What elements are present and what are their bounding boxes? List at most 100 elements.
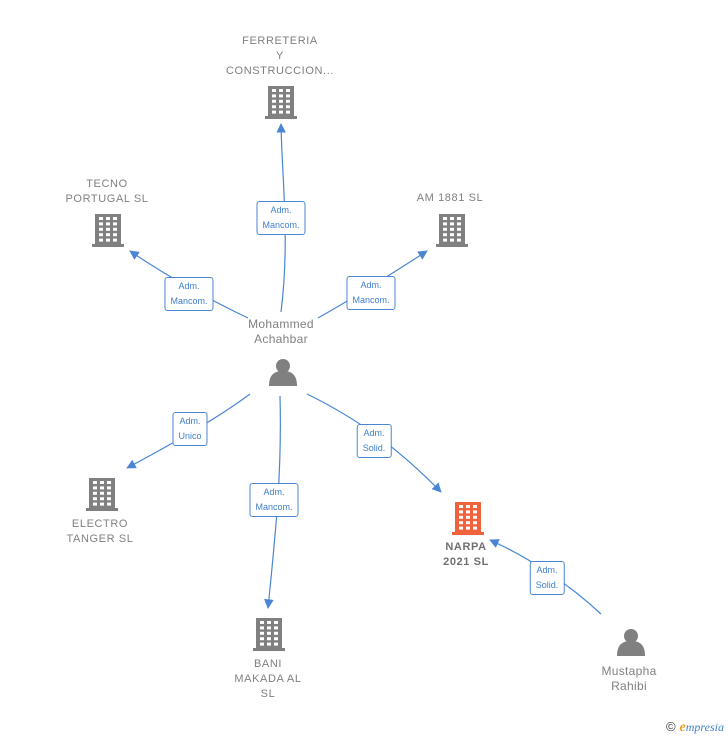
person-icon (617, 629, 645, 656)
building-window (100, 481, 104, 484)
building-window (286, 99, 290, 103)
building-window (466, 505, 470, 508)
role-line: Adm. (536, 565, 558, 575)
building-window (267, 637, 271, 641)
building-window (457, 227, 461, 231)
building-icon (265, 86, 297, 119)
node-bani[interactable]: BANI MAKADA AL SL (234, 657, 301, 702)
role-box-narpa[interactable]: Adm. Solid. (356, 424, 392, 458)
brand-name: mpresia (685, 720, 724, 734)
building-window (279, 110, 283, 114)
node-label-line: Mohammed (248, 317, 314, 331)
building-window (286, 94, 290, 98)
building-window (457, 238, 461, 242)
building-window (93, 486, 97, 490)
building-window (274, 621, 278, 624)
node-label-line: Mustapha (601, 664, 657, 678)
building-window (267, 642, 271, 646)
node-label-line: ELECTRO (71, 518, 129, 530)
role-line: Unico (178, 431, 202, 441)
building-window (106, 222, 110, 226)
building-window (457, 222, 461, 226)
node-am1881[interactable]: AM 1881 SL (417, 191, 484, 206)
building-window (459, 515, 463, 519)
building-window (99, 227, 103, 231)
building-window (260, 637, 264, 641)
building-window (459, 510, 463, 514)
building-window (99, 238, 103, 242)
building-window (107, 502, 111, 506)
node-label-line: CONSTRUCCION... (226, 65, 334, 77)
role-line: Adm. (263, 487, 285, 497)
building-window (107, 491, 111, 495)
node-label-line: 2021 SL (443, 556, 489, 568)
building-window (100, 502, 104, 506)
building-window (99, 233, 103, 237)
building-window (113, 217, 117, 220)
building-window (99, 217, 103, 220)
building-window (450, 233, 454, 237)
role-line: Mancom. (255, 502, 293, 512)
building-window (450, 222, 454, 226)
brand-initial: e (679, 720, 686, 735)
building-window (473, 510, 477, 514)
building-window (272, 99, 276, 103)
building-window (106, 227, 110, 231)
role-box-ferreteria[interactable]: Adm. Mancom. (256, 201, 306, 235)
building-window (466, 510, 470, 514)
building-window (457, 233, 461, 237)
building-window (106, 238, 110, 242)
node-narpa[interactable]: NARPA 2021 SL (443, 540, 489, 570)
building-window (473, 515, 477, 519)
node-mustapha[interactable]: Mustapha Rahibi (601, 664, 656, 694)
building-window (450, 227, 454, 231)
building-window (93, 481, 97, 484)
role-box-mustapha-narpa[interactable]: Adm. Solid. (529, 561, 565, 595)
building-window (443, 238, 447, 242)
building-window (260, 642, 264, 646)
node-label-line: Achahbar (254, 332, 308, 346)
building-window (274, 626, 278, 630)
node-label-line: Y (276, 50, 284, 62)
node-label-line: TECNO (86, 178, 128, 190)
role-box-tecno[interactable]: Adm. Mancom. (164, 277, 214, 311)
building-window (113, 233, 117, 237)
node-label-line: FERRETERIA (242, 35, 318, 47)
building-window (107, 497, 111, 501)
building-window (260, 621, 264, 624)
building-window (459, 505, 463, 508)
role-line: Adm. (360, 280, 382, 290)
building-window (267, 621, 271, 624)
node-mohammed[interactable]: Mohammed Achahbar (248, 317, 314, 347)
node-ferreteria[interactable]: FERRETERIA Y CONSTRUCCION... (226, 34, 334, 79)
role-box-bani[interactable]: Adm. Mancom. (249, 483, 299, 517)
building-window (272, 105, 276, 109)
building-window (457, 217, 461, 220)
building-window (260, 631, 264, 635)
building-window (450, 238, 454, 242)
building-window (450, 217, 454, 220)
node-tecno[interactable]: TECNO PORTUGAL SL (65, 177, 148, 207)
node-label-line: TANGER SL (66, 533, 134, 545)
building-window (459, 521, 463, 525)
building-window (279, 105, 283, 109)
role-line: Adm. (178, 281, 200, 291)
building-window (279, 89, 283, 92)
building-window (100, 486, 104, 490)
building-icon (253, 618, 285, 651)
building-window (473, 526, 477, 530)
building-window (443, 222, 447, 226)
node-label-line: MAKADA AL (234, 673, 302, 685)
building-window (93, 491, 97, 495)
building-window (473, 521, 477, 525)
role-line: Solid. (535, 580, 559, 590)
building-icon (436, 214, 468, 247)
building-window (279, 94, 283, 98)
role-box-electro[interactable]: Adm. Unico (172, 412, 208, 446)
node-electro[interactable]: ELECTRO TANGER SL (67, 517, 134, 547)
building-window (267, 631, 271, 635)
empresia-brand[interactable]: ©empresia (666, 719, 724, 736)
building-icon-focus (452, 502, 484, 535)
role-box-am1881[interactable]: Adm. Mancom. (346, 276, 396, 310)
